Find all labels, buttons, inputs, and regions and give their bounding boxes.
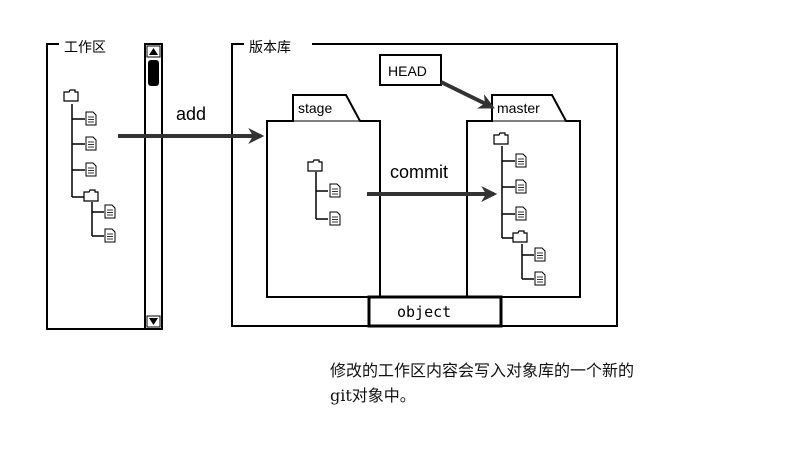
stage-label: stage (298, 100, 332, 116)
head-label: HEAD (388, 63, 427, 79)
stage-area: stage (266, 94, 381, 298)
folder-icon (63, 89, 79, 102)
file-icon (534, 271, 546, 286)
add-arrow: add (118, 104, 265, 144)
file-icon (515, 206, 527, 221)
file-icon (104, 228, 116, 243)
scrollbar-thumb[interactable] (148, 60, 159, 86)
file-icon (85, 111, 97, 126)
caption-line-1: 修改的工作区内容会写入对象库的一个新的 (330, 361, 635, 380)
file-icon (534, 247, 546, 262)
file-icon (85, 136, 97, 151)
folder-icon (83, 189, 99, 202)
stage-file-tree (315, 172, 328, 220)
head-to-master-arrow (440, 80, 495, 109)
scroll-down-arrow-icon[interactable] (146, 315, 161, 328)
commit-label: commit (390, 162, 448, 182)
scroll-up-arrow-icon[interactable] (146, 45, 161, 58)
head-pointer-box: HEAD (379, 54, 442, 86)
repository-label: 版本库 (249, 40, 291, 56)
master-label: master (497, 100, 540, 116)
diagram-caption: 修改的工作区内容会写入对象库的一个新的 git对象中。 (330, 358, 770, 408)
folder-icon (307, 159, 323, 172)
file-icon (515, 153, 527, 168)
master-file-tree (501, 146, 534, 280)
folder-icon (493, 132, 509, 145)
master-branch: master (466, 94, 581, 298)
object-store-box: object (367, 295, 503, 328)
file-icon (329, 183, 341, 198)
commit-arrow: commit (367, 162, 498, 202)
workspace-file-tree (71, 104, 104, 237)
caption-line-2: git对象中。 (330, 386, 416, 405)
file-icon (104, 204, 116, 219)
object-label: object (397, 303, 451, 321)
workspace-scrollbar[interactable] (144, 43, 163, 330)
file-icon (85, 162, 97, 177)
folder-icon (512, 230, 528, 243)
workspace-label: 工作区 (64, 40, 106, 56)
file-icon (329, 211, 341, 226)
file-icon (515, 179, 527, 194)
add-label: add (176, 104, 206, 124)
